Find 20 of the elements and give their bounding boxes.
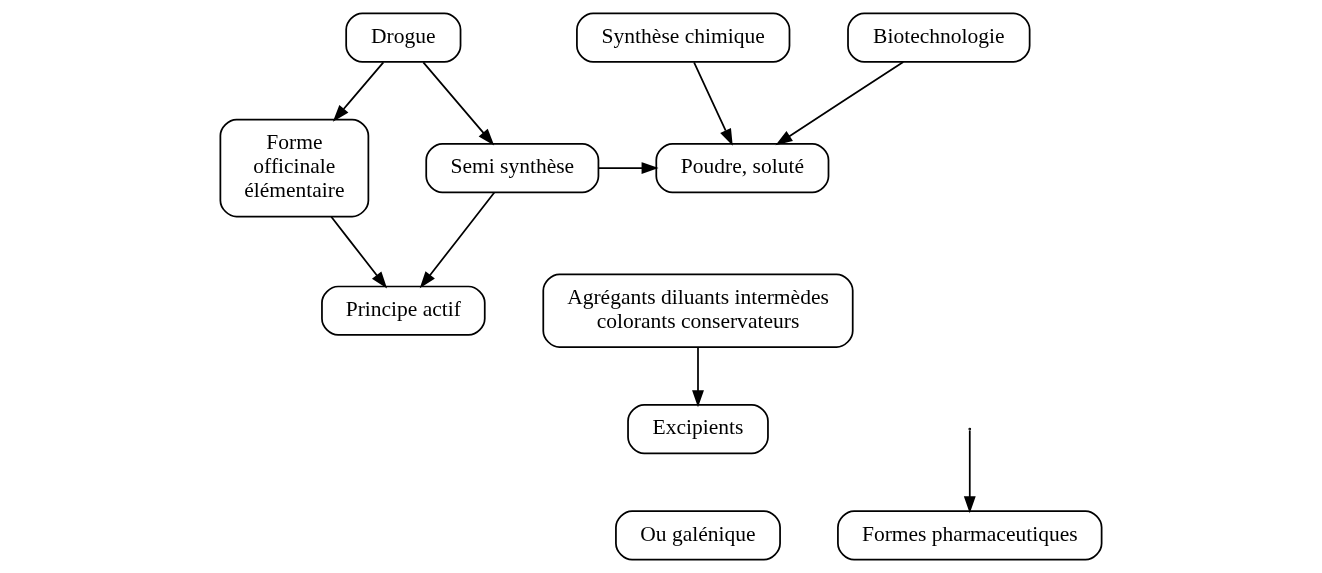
arrow — [963, 429, 976, 514]
arrow — [597, 162, 659, 175]
arrow — [692, 346, 704, 408]
node-box: Excipients — [627, 404, 769, 455]
node-box: Semi synthèse — [425, 143, 600, 194]
node-box: Synthèse chimique — [576, 12, 791, 63]
node-box: Biotechnologie — [847, 12, 1031, 63]
arrow — [775, 61, 905, 146]
node-box: Drogue — [345, 12, 462, 63]
arrow — [419, 191, 496, 289]
node-box: Formes pharmaceutiques — [837, 510, 1103, 561]
arrow — [332, 61, 385, 122]
node-box: Poudre, soluté — [655, 143, 830, 194]
arrow — [422, 61, 495, 146]
node-box: Agrégants diluants intermèdes colorants conservateurs — [542, 273, 854, 348]
node-box: Principe actif — [321, 285, 486, 336]
node-box: Ou galénique — [615, 510, 781, 561]
arrow — [693, 61, 733, 146]
node-box: Forme officinale élémentaire — [219, 118, 370, 218]
arrow — [330, 215, 388, 289]
